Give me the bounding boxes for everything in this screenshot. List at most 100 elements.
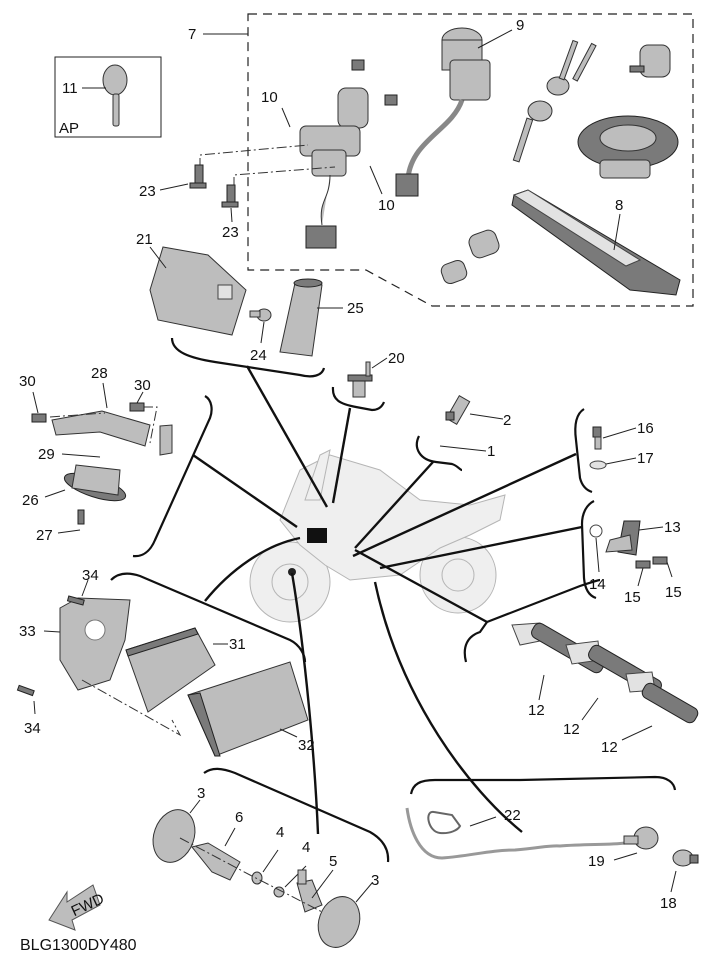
callout-5[interactable]: 5: [329, 853, 337, 870]
callout-10a[interactable]: 10: [261, 89, 278, 106]
screw-34b-icon: [16, 684, 35, 697]
callout-28[interactable]: 28: [91, 365, 108, 382]
callout-24[interactable]: 24: [250, 347, 267, 364]
leader-8: [613, 213, 621, 251]
connector-13-15: [379, 525, 583, 570]
leader-1: [439, 445, 487, 452]
callout-4a[interactable]: 4: [276, 824, 284, 841]
sensor-13: [605, 520, 641, 556]
ap-label: AP: [59, 120, 79, 137]
leader-34b: [33, 700, 36, 715]
o-ring-14: [589, 524, 603, 538]
leader-34a: [81, 579, 89, 597]
sensor-18: [672, 849, 699, 867]
callout-20[interactable]: 20: [388, 350, 405, 367]
callout-7[interactable]: 7: [188, 26, 196, 43]
callout-15a[interactable]: 15: [624, 589, 641, 606]
bolt-30a-icon: [31, 413, 47, 423]
callout-21[interactable]: 21: [136, 231, 153, 248]
callout-9[interactable]: 9: [516, 17, 524, 34]
callout-3b[interactable]: 3: [371, 872, 379, 889]
leader-12c: [621, 725, 653, 741]
screw-34a-icon: [66, 595, 85, 606]
ecu-31: [125, 627, 216, 713]
leader-16: [602, 427, 637, 439]
callout-23a[interactable]: 23: [139, 183, 156, 200]
leader-27: [57, 529, 81, 534]
bolt-27-icon: [77, 509, 85, 525]
gasket-17: [589, 460, 607, 470]
callout-23b[interactable]: 23: [222, 224, 239, 241]
callout-13[interactable]: 13: [664, 519, 681, 536]
bolt-15a-icon: [635, 560, 651, 569]
callout-25[interactable]: 25: [347, 300, 364, 317]
leader-12b: [581, 697, 599, 721]
callout-27[interactable]: 27: [36, 527, 53, 544]
callout-34b[interactable]: 34: [24, 720, 41, 737]
leader-33: [43, 630, 61, 633]
sensor-2: [445, 395, 471, 425]
leader-15b: [666, 561, 673, 578]
callout-15b[interactable]: 15: [665, 584, 682, 601]
leader-3b: [355, 882, 373, 903]
callout-34a[interactable]: 34: [82, 567, 99, 584]
seat-lock-icon: [629, 44, 671, 78]
leader-5: [311, 869, 334, 899]
fuel-cap-icon: [577, 115, 679, 179]
callout-12a[interactable]: 12: [528, 702, 545, 719]
callout-12c[interactable]: 12: [601, 739, 618, 756]
brace-13-15: [580, 500, 597, 600]
leader-19: [613, 852, 638, 861]
callout-2[interactable]: 2: [503, 412, 511, 429]
cover-25: [279, 278, 323, 357]
brace-3-6-group: [203, 767, 390, 863]
clamp-22: [427, 810, 462, 835]
callout-6[interactable]: 6: [235, 809, 243, 826]
brace-21-group: [170, 337, 326, 378]
callout-4b[interactable]: 4: [302, 839, 310, 856]
callout-1[interactable]: 1: [487, 443, 495, 460]
callout-30b[interactable]: 30: [134, 377, 151, 394]
callout-31[interactable]: 31: [229, 636, 246, 653]
callout-29[interactable]: 29: [38, 446, 55, 463]
sensor-wire: [405, 807, 626, 860]
chain-30a: [49, 412, 106, 418]
kit-outline-dashed: [247, 13, 694, 307]
callout-12b[interactable]: 12: [563, 721, 580, 738]
cover-3b: [317, 896, 361, 948]
ecu-highlight: [307, 528, 327, 543]
callout-10b[interactable]: 10: [378, 197, 395, 214]
callout-33[interactable]: 33: [19, 623, 36, 640]
connector-16-17: [352, 452, 577, 558]
callout-17[interactable]: 17: [637, 450, 654, 467]
leader-30a: [32, 391, 39, 414]
callout-26[interactable]: 26: [22, 492, 39, 509]
chain-30b: [143, 406, 158, 444]
cover-3a: [152, 809, 196, 863]
ignition-coils-12: [511, 622, 699, 724]
brace-22-group: [409, 775, 677, 795]
callout-32[interactable]: 32: [298, 737, 315, 754]
lock-cylinders-icon: [440, 229, 500, 285]
callout-11[interactable]: 11: [62, 80, 78, 97]
sensor-20: [347, 361, 373, 398]
bracket-6: [191, 842, 241, 881]
callout-18[interactable]: 18: [660, 895, 677, 912]
brace-16-17: [574, 408, 593, 494]
callout-22[interactable]: 22: [504, 807, 521, 824]
connector-1-2: [354, 461, 434, 549]
callout-19[interactable]: 19: [588, 853, 605, 870]
leader-13: [638, 526, 664, 531]
fwd-arrow-icon: FWD: [48, 884, 107, 931]
callout-8[interactable]: 8: [615, 197, 623, 214]
callout-14[interactable]: 14: [589, 576, 606, 593]
bracket-21: [149, 246, 247, 336]
callout-3a[interactable]: 3: [197, 785, 205, 802]
bolt-24-icon: [249, 308, 272, 322]
connector-ecu-group: [204, 536, 301, 602]
chain-33-32: [81, 679, 182, 737]
callout-30a[interactable]: 30: [19, 373, 36, 390]
callout-16[interactable]: 16: [637, 420, 654, 437]
bolt-15b-icon: [652, 556, 668, 565]
